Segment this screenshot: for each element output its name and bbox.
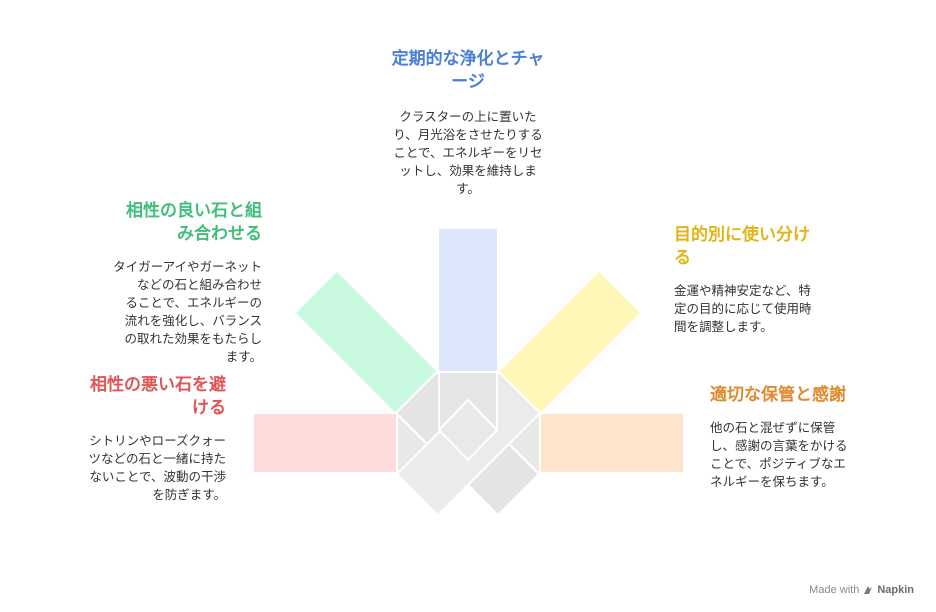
item-description: クラスターの上に置いた り、月光浴をさせたりする ことで、エネルギーをリセ ット… <box>393 109 543 196</box>
item-storage-gratitude: 適切な保管と感謝 他の石と混ぜずに保管 し、感謝の言葉をかける ことで、ポジティ… <box>710 384 890 491</box>
arm-orange <box>540 414 683 472</box>
arm-yellow <box>499 272 640 413</box>
hub <box>395 371 541 516</box>
napkin-logo-icon <box>864 586 873 594</box>
arm-red <box>254 414 397 472</box>
item-description: 他の石と混ぜずに保管 し、感謝の言葉をかける ことで、ポジティブなエ ネルギーを… <box>710 420 848 489</box>
item-title: 相性の良い石と組 み合わせる <box>126 201 262 244</box>
item-title: 目的別に使い分け る <box>674 225 810 268</box>
item-regular-cleansing: 定期的な浄化とチャ ージ クラスターの上に置いた り、月光浴をさせたりする こと… <box>368 48 568 198</box>
brand-text: Made with <box>809 584 860 596</box>
item-avoid-incompatible: 相性の悪い石を避 ける シトリンやローズクォー ツなどの石と一緒に持た ないこと… <box>40 374 226 504</box>
arm-green <box>296 272 437 413</box>
item-description: 金運や精神安定など、特 定の目的に応じて使用時 間を調整します。 <box>674 283 812 334</box>
brand-logo: Napkin <box>877 584 914 596</box>
item-title: 相性の悪い石を避 ける <box>90 375 226 418</box>
made-with-napkin[interactable]: Made with Napkin <box>809 584 914 596</box>
item-description: シトリンやローズクォー ツなどの石と一緒に持た ないことで、波動の干渉 を防ぎま… <box>88 433 226 502</box>
item-title: 適切な保管と感謝 <box>710 385 846 405</box>
item-title: 定期的な浄化とチャ ージ <box>391 49 545 92</box>
item-purpose-use: 目的別に使い分け る 金運や精神安定など、特 定の目的に応じて使用時 間を調整し… <box>674 224 854 336</box>
arm-blue <box>439 229 497 372</box>
item-description: タイガーアイやガーネット などの石と組み合わせ ることで、エネルギーの 流れを強… <box>113 259 262 364</box>
item-compatible-stones: 相性の良い石と組 み合わせる タイガーアイやガーネット などの石と組み合わせ る… <box>68 200 262 366</box>
